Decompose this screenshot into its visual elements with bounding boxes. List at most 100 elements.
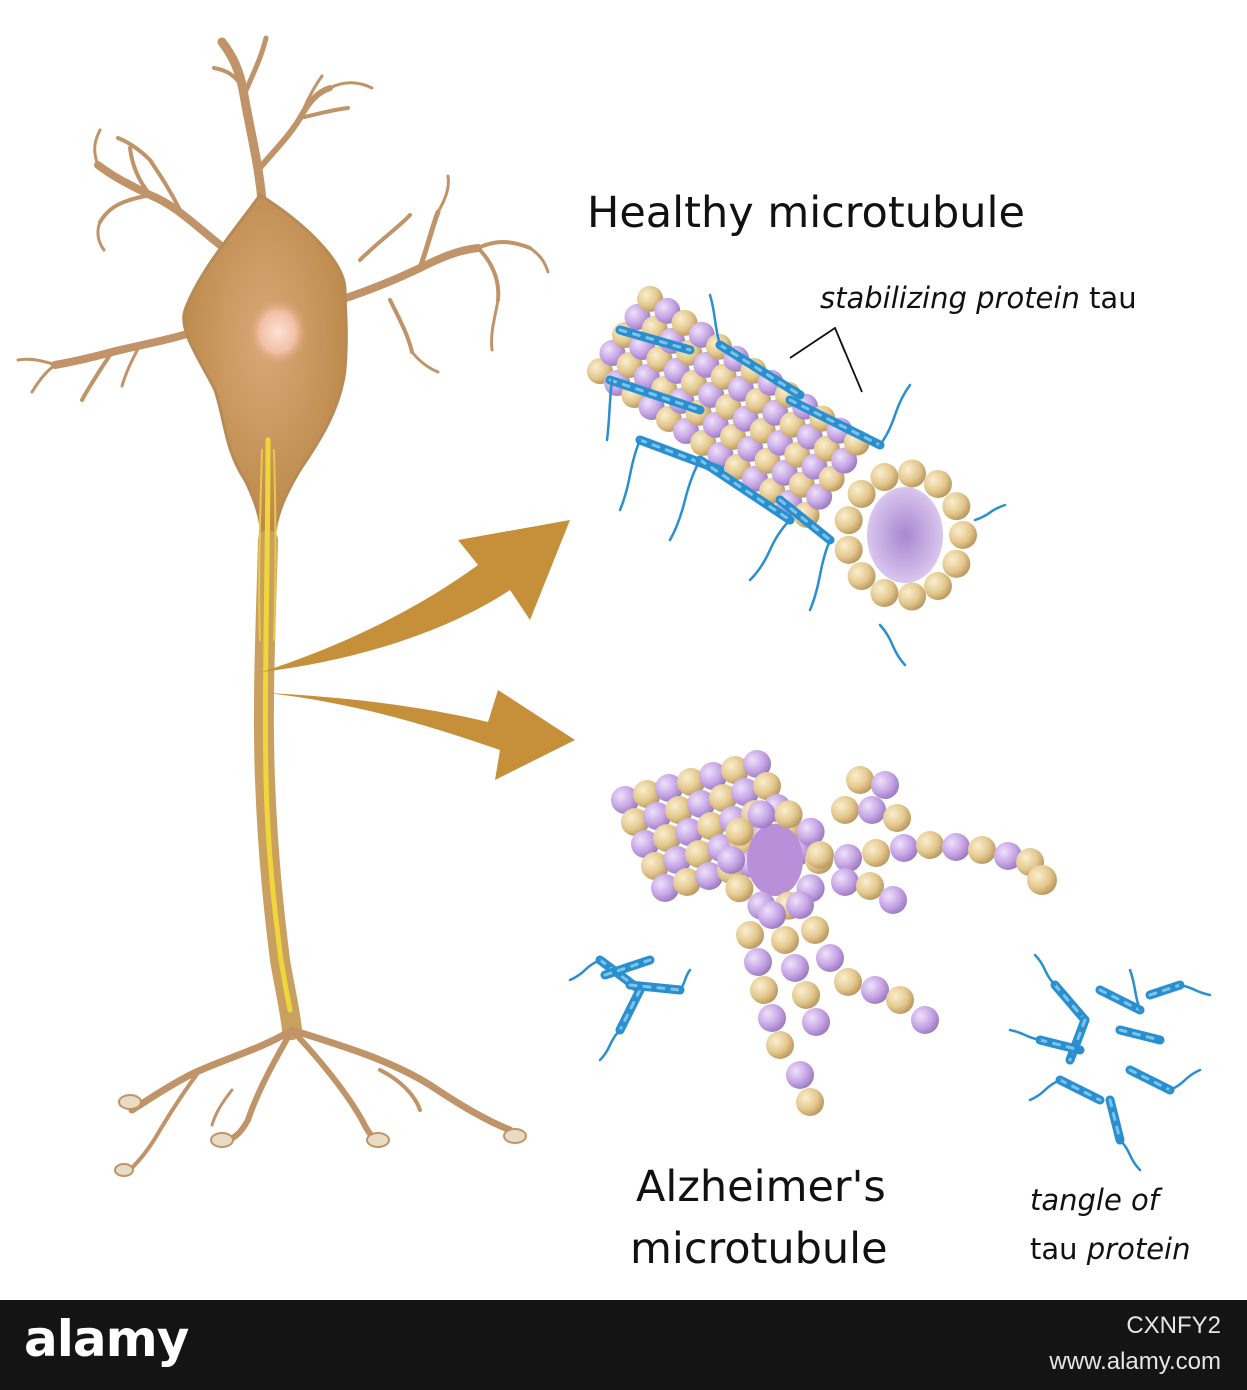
alpha-tubulin <box>663 846 691 874</box>
arrow-to-healthy <box>262 520 570 672</box>
tau-tail <box>878 383 912 447</box>
alpha-tubulin <box>796 817 825 846</box>
diagram-svg <box>16 35 1212 1177</box>
tau-protein <box>1115 1025 1165 1045</box>
tau-tail <box>708 293 722 347</box>
tau-tail <box>1008 1028 1042 1042</box>
beta-tubulin <box>753 772 781 800</box>
beta-tubulin <box>641 852 669 880</box>
alpha-tubulin <box>786 891 814 919</box>
alpha-tubulin <box>806 483 833 510</box>
tau-protein <box>615 325 695 355</box>
soma <box>182 193 348 542</box>
beta-tubulin <box>897 582 926 611</box>
healthy-microtubule-label: Healthy microtubule <box>587 188 1025 238</box>
alpha-tubulin <box>802 1008 830 1036</box>
footer-bar: alamy CXNFY2 www.alamy.com <box>0 1300 1247 1390</box>
tau-protein <box>1095 985 1145 1015</box>
tangle-label-plain: tau <box>1030 1232 1078 1266</box>
axon-terminal <box>128 1026 296 1114</box>
beta-tubulin <box>942 549 971 578</box>
synaptic-knobs <box>114 1094 527 1177</box>
alzheimers-label-line1: Alzheimer's <box>636 1162 886 1212</box>
tau-protein <box>715 340 805 400</box>
beta-tubulin <box>665 796 693 824</box>
alpha-tubulin <box>758 901 786 929</box>
tau-protein <box>695 455 795 525</box>
tau-protein <box>1035 1035 1085 1055</box>
beta-tubulin <box>923 572 952 601</box>
alpha-tubulin <box>942 833 970 861</box>
beta-tubulin <box>697 812 725 840</box>
tangle-label-line1-text: tangle of <box>1030 1183 1159 1217</box>
alpha-tubulin <box>831 447 858 474</box>
beta-tubulin <box>916 831 944 859</box>
beta-tubulin <box>831 796 859 824</box>
tau-tail <box>598 1028 622 1062</box>
beta-tubulin <box>862 839 890 867</box>
tau-tail <box>748 518 792 582</box>
beta-tubulin <box>771 926 799 954</box>
alpha-tubulin <box>834 844 862 872</box>
tangle-label-italic: protein <box>1086 1232 1191 1266</box>
beta-tubulin <box>677 768 705 796</box>
alpha-tubulin <box>911 1006 939 1034</box>
tau-protein <box>1065 1015 1090 1065</box>
beta-tubulin <box>870 578 899 607</box>
tau-tail <box>1178 983 1212 997</box>
beta-tubulin <box>736 921 764 949</box>
neuron <box>16 35 550 1177</box>
tau-tail <box>668 458 702 542</box>
tau-label: stabilizing protein tau <box>820 281 1137 315</box>
alzheimers-label-line2: microtubule <box>630 1224 888 1274</box>
tangle-label-line2: tau protein <box>1030 1232 1190 1266</box>
arrows <box>262 520 575 780</box>
tau-tail <box>618 438 642 512</box>
beta-tubulin <box>1027 865 1057 895</box>
tau-protein <box>625 980 685 995</box>
tau-protein <box>600 955 655 980</box>
alpha-tubulin <box>651 874 679 902</box>
beta-tubulin <box>725 817 754 846</box>
microtubule-lumen <box>867 487 943 583</box>
beta-tubulin <box>806 841 834 869</box>
beta-tubulin <box>883 804 911 832</box>
tau-tail <box>678 968 692 992</box>
beta-tubulin <box>796 1088 824 1116</box>
nucleus <box>248 298 308 366</box>
alpha-tubulin <box>758 1004 786 1032</box>
diagram-canvas: Healthy microtubule stabilizing protein … <box>16 35 1212 1274</box>
alpha-tubulin <box>699 762 727 790</box>
beta-tubulin <box>923 469 952 498</box>
alpha-tubulin <box>890 834 918 862</box>
beta-tubulin <box>818 465 845 492</box>
beta-tubulin <box>897 459 926 488</box>
beta-tubulin <box>834 968 862 996</box>
tau-tail <box>605 378 614 442</box>
tau-tail <box>1028 1078 1062 1102</box>
beta-tubulin <box>673 868 701 896</box>
alpha-tubulin <box>687 790 715 818</box>
image-id: CXNFY2 <box>1126 1312 1221 1339</box>
beta-tubulin <box>766 1031 794 1059</box>
alpha-tubulin <box>994 842 1022 870</box>
beta-tubulin <box>886 986 914 1014</box>
alpha-tubulin <box>747 800 776 829</box>
beta-tubulin <box>750 976 778 1004</box>
alpha-tubulin <box>744 948 772 976</box>
alpha-tubulin <box>831 868 859 896</box>
beta-tubulin <box>633 780 661 808</box>
beta-tubulin <box>846 766 874 794</box>
tau-protein <box>785 395 885 450</box>
tau-protein <box>1105 1095 1125 1145</box>
alpha-tubulin <box>816 944 844 972</box>
beta-tubulin <box>653 824 681 852</box>
tau-label-italic: stabilizing protein <box>820 281 1080 315</box>
beta-tubulin <box>709 784 737 812</box>
alpha-tubulin <box>781 954 809 982</box>
tau-tail <box>1168 1068 1202 1092</box>
microtubule-lumen <box>747 824 803 896</box>
beta-tubulin <box>721 756 749 784</box>
beta-tubulin <box>685 840 713 868</box>
tau-protein <box>775 495 835 545</box>
